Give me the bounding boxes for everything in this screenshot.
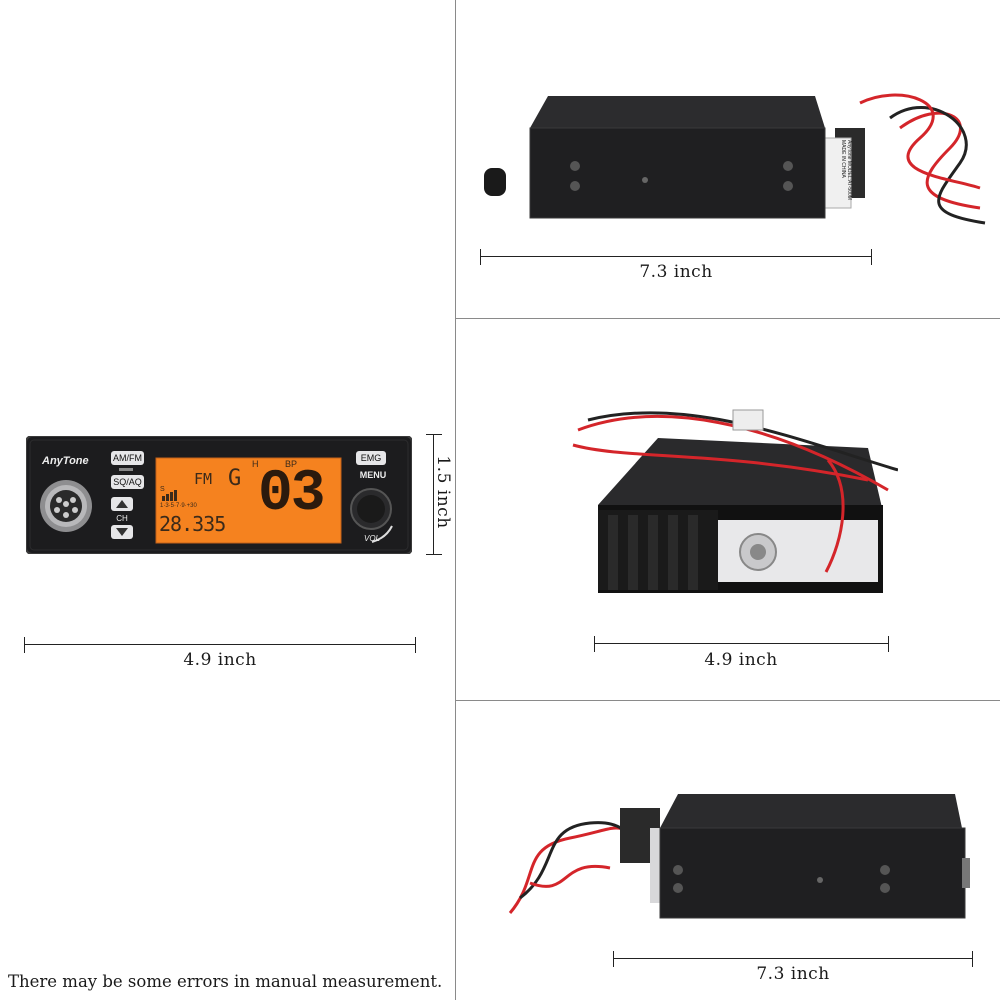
lcd-signal: S xyxy=(160,486,165,493)
menu-label: MENU xyxy=(359,470,387,480)
horizontal-divider-top xyxy=(455,318,1000,319)
middle-width-dimension-line xyxy=(594,636,889,652)
brand-logo: AnyTone xyxy=(42,455,89,467)
sq-aq-button[interactable]: SQ/AQ xyxy=(113,477,142,487)
height-dimension-label: 1.5 inch xyxy=(433,455,453,529)
front-width-dimension-line xyxy=(24,637,416,653)
top-length-dimension-line xyxy=(480,249,872,265)
lcd-mode: FM xyxy=(194,470,213,488)
lcd-bp: BP xyxy=(285,459,298,469)
lcd-scale: 1·3·5·7·9·+30 xyxy=(160,503,197,509)
bottom-length-dimension-label: 7.3 inch xyxy=(756,964,830,984)
emg-button[interactable]: EMG xyxy=(360,453,382,463)
lcd-channel: 03 xyxy=(258,462,326,527)
radio-side-view-image xyxy=(484,93,986,225)
radio-other-side-view-image xyxy=(508,794,970,919)
radio-front-panel-image xyxy=(26,436,412,554)
model-sticker: AnyTone MODEL:AT-500M MADE IN CHINA xyxy=(840,140,852,200)
vol-label: VOL xyxy=(364,534,381,543)
horizontal-divider-bottom xyxy=(455,700,1000,701)
middle-width-dimension-label: 4.9 inch xyxy=(704,650,778,670)
radio-rear-view-image xyxy=(572,409,898,593)
vertical-divider xyxy=(455,0,456,1000)
lcd-frequency: 28.335 xyxy=(159,512,226,536)
lcd-h: H xyxy=(252,459,259,469)
top-length-dimension-label: 7.3 inch xyxy=(639,262,713,282)
front-width-dimension-label: 4.9 inch xyxy=(183,650,257,670)
height-dimension-line xyxy=(426,434,442,555)
lcd-g: G xyxy=(228,466,242,491)
ch-label: CH xyxy=(116,514,128,523)
am-fm-button[interactable]: AM/FM xyxy=(113,453,142,463)
bottom-length-dimension-line xyxy=(613,951,973,967)
measurement-disclaimer: There may be some errors in manual measu… xyxy=(8,972,443,991)
